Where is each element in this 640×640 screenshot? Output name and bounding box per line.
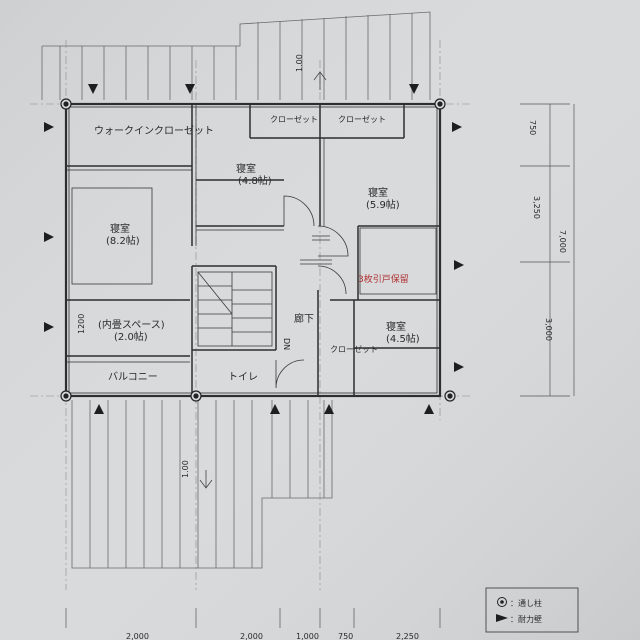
toilet-label: トイレ (228, 372, 258, 383)
lower-roof-hatch (71, 400, 333, 569)
upper-roof-hatch (41, 11, 431, 100)
dim-right-3000: 3,000 (544, 318, 553, 341)
dim-bottom-1: 2,000 (126, 632, 149, 640)
dim-right-750: 750 (528, 120, 537, 135)
room-outlines (71, 187, 437, 295)
roof-slope-bottom: 1.00 (181, 460, 190, 478)
dim-bottom-5: 2,250 (396, 632, 419, 640)
closet-b-label: クローゼット (338, 114, 386, 124)
bedroom-59-size: (5.9帖) (366, 198, 400, 211)
dim-right-7000: 7,000 (558, 230, 567, 253)
legend-wall-label: ：耐力壁 (510, 614, 542, 624)
stair-dn-label: DN (282, 338, 291, 350)
closet-c-label: クローゼット (330, 344, 378, 354)
roof-slope-top: 1.00 (295, 54, 304, 72)
balcony-label: バルコニー (108, 371, 158, 383)
shear-wall-markers (44, 84, 464, 414)
exterior-walls (64, 102, 442, 398)
through-posts (60, 98, 456, 402)
sliding-doors (300, 235, 332, 265)
inner-space-label: (内畳スペース) (98, 318, 165, 331)
hallway-label: 廊下 (294, 312, 314, 325)
slope-arrows (199, 71, 327, 489)
staircase (197, 271, 273, 347)
bedroom-45-label: 寝室 (386, 320, 406, 333)
inner-space-size: (2.0帖) (114, 330, 148, 343)
interior-walls (66, 104, 440, 396)
sliding-door-note: 3枚引戸保留 (358, 273, 409, 285)
dim-bottom-2: 2,000 (240, 632, 263, 640)
walk-in-closet-label: ウォークインクローゼット (94, 125, 214, 137)
dim-right-3250: 3,250 (532, 196, 541, 219)
right-dimensions (520, 103, 575, 397)
bedroom-59-label: 寝室 (368, 186, 388, 199)
bedroom-48-size: (4.8帖) (238, 174, 272, 187)
door-swings (275, 195, 349, 389)
dim-bottom-4: 750 (338, 632, 353, 640)
legend-post-label: ：通し柱 (510, 598, 542, 608)
dim-bottom-3: 1,000 (296, 632, 319, 640)
legend-box (485, 587, 579, 633)
bottom-dimensions (65, 608, 441, 628)
bedroom-82-size: (8.2帖) (106, 234, 140, 247)
bedroom-82-label: 寝室 (110, 222, 130, 235)
bedroom-45-size: (4.5帖) (386, 332, 420, 345)
bedroom-48-label: 寝室 (236, 162, 256, 175)
dim-left-1200: 1200 (77, 314, 86, 334)
closet-a-label: クローゼット (270, 114, 318, 124)
